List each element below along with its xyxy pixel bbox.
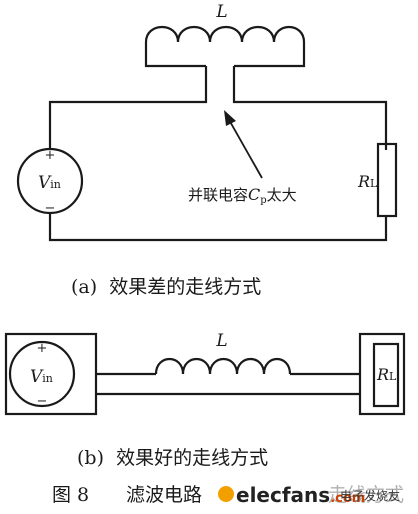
circuit-a-source-plus: + [45,148,56,163]
circuit-a-resistor-label: RL [357,172,378,191]
circuit-a-annotation-arrow [227,117,263,179]
circuit-a-inductor-coil [144,26,306,43]
figure-caption-number: 图 8 [52,484,89,506]
circuit-b-inductor-label: L [215,331,227,351]
circuit-a-voltage-source [16,147,84,215]
circuit-b-source-minus: − [37,394,48,409]
circuit-a-load-resistor [376,142,398,218]
circuit-a-source-label: Vin [38,173,61,193]
circuit-b-resistor-label: RL [376,365,397,384]
circuit-b-source-plus: + [37,341,48,356]
circuit-a-source-minus: − [45,201,56,216]
circuit-b-caption: (b) 效果好的走线方式 [77,447,268,469]
circuit-a-caption: (a) 效果差的走线方式 [71,276,261,298]
figure-caption-text: 滤波电路 [126,484,202,506]
circuit-b-voltage-source [8,340,76,408]
circuit-a-annotation: 并联电容Cp太大 [188,185,297,206]
circuit-a-annotation-arrowhead [224,110,236,126]
watermark: elecfans.com 电子发烧友 [218,483,400,507]
figure-caption-tail: 走线方式 [328,484,404,506]
circuit-a-top-left-wire [48,66,208,150]
circuit-a-inductor-frame [144,42,306,68]
circuit-b-load-pad [358,332,406,416]
circuit-b-inductor-coil [154,358,292,375]
watermark-logo-icon [218,486,234,502]
circuit-a-inductor-label: L [215,2,227,22]
circuit-a: L + − Vin RL 并联电容Cp太大 (a) 效果差的走线方式 [16,2,398,298]
figure-caption: 图 8 滤波电路 走线方式 [52,484,404,506]
circuit-a-bottom-wire [48,212,388,242]
circuit-a-top-right-wire [232,66,388,150]
circuit-b: L + − Vin RL (b) 效果好的走线方式 [4,331,406,469]
watermark-brand: elecfans.com [236,483,365,507]
circuit-b-load-resistor [372,342,400,408]
watermark-cn: 电子发烧友 [340,488,400,503]
circuit-b-source-label: Vin [30,367,53,387]
